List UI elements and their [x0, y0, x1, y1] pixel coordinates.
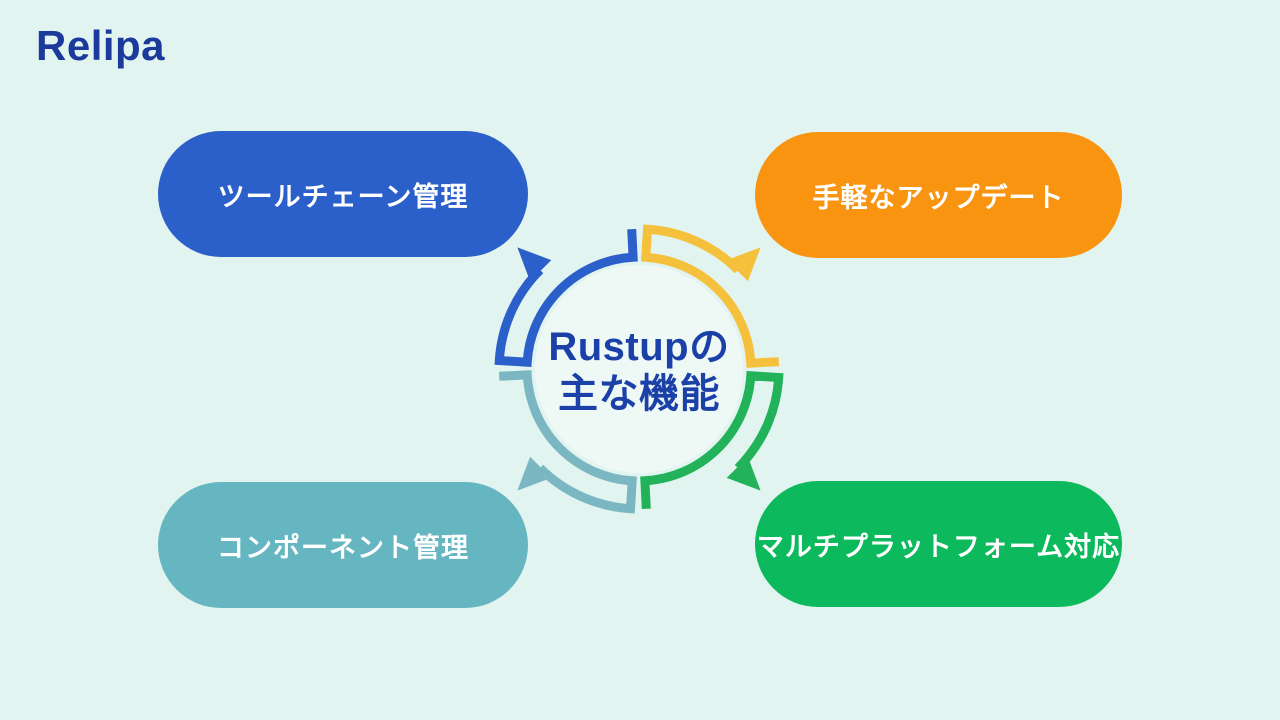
node-pill-update: 手軽なアップデート	[755, 132, 1122, 258]
diagram-title: Rustupの 主な機能	[489, 324, 789, 418]
center-disc	[535, 265, 743, 473]
node-label-component: コンポーネント管理	[217, 532, 469, 563]
node-label-toolchain: ツールチェーン管理	[217, 181, 469, 212]
node-pill-multiplatform: マルチプラットフォーム対応	[755, 481, 1122, 607]
brand-logo: Relipa	[36, 22, 166, 69]
node-pill-component: コンポーネント管理	[158, 482, 528, 608]
node-label-update: 手軽なアップデート	[812, 182, 1065, 213]
cycle-arrows-diagram	[439, 169, 839, 569]
node-pill-toolchain: ツールチェーン管理	[158, 131, 528, 257]
node-label-multiplatform: マルチプラットフォーム対応	[756, 531, 1121, 562]
diagram-title-line2: 主な機能	[558, 372, 720, 417]
diagram-title-line1: Rustupの	[548, 325, 730, 369]
